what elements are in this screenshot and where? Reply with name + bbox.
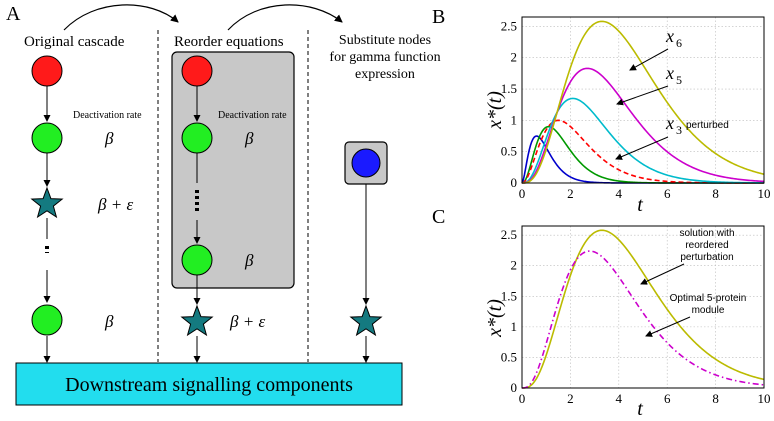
- plot-b-xtick-label: 10: [758, 186, 771, 201]
- panel-c-label: C: [432, 206, 445, 228]
- deact-label-2: Deactivation rate: [218, 110, 287, 121]
- plot-c-xtick-label: 2: [567, 391, 574, 406]
- ann-optimal-line2: module: [692, 305, 725, 316]
- plot-c-series-2: [521, 250, 765, 389]
- ann-x6-arrow: [629, 48, 669, 71]
- substitute-arrow: [227, 4, 343, 31]
- plot-c-ytick-label: 2.5: [501, 227, 517, 242]
- col1-title: Original cascade: [24, 34, 125, 50]
- plot-c-xlabel: t: [637, 398, 643, 420]
- plot-b-border: [521, 16, 765, 184]
- ann-optimal-line1: Optimal 5-protein: [670, 293, 747, 304]
- c1-node-green-2: [31, 304, 63, 336]
- col2-title: Reorder equations: [174, 34, 284, 50]
- c1-star: [30, 186, 64, 219]
- plot-b-xlabel: t: [637, 194, 643, 216]
- downstream-box: [15, 362, 403, 406]
- plot-b-xtick-label: 2: [567, 186, 574, 201]
- c2-star: [180, 304, 214, 337]
- deact-label-1: Deactivation rate: [73, 110, 142, 121]
- plot-c-series-1: [521, 229, 765, 389]
- downstream-label: Downstream signalling components: [65, 374, 353, 396]
- col3-title-line1: Substitute nodes: [339, 33, 431, 48]
- c2-rate-2: β: [244, 251, 254, 270]
- plot-b-xtick-label: 0: [519, 186, 526, 201]
- ann-x3-extra: perturbed: [686, 120, 729, 131]
- ann-x6-sub: 6: [676, 36, 682, 50]
- plot-b-series-3: [521, 119, 764, 184]
- panel-a-label: A: [6, 3, 21, 25]
- plot-b-ytick-label: 0: [511, 175, 518, 190]
- ann-x3: x: [665, 113, 674, 133]
- c2-node-active: [181, 55, 213, 87]
- c1-rate-3: β: [104, 312, 114, 331]
- c2-node-green-1: [181, 122, 213, 154]
- ann-optimal-arrow: [645, 316, 691, 337]
- plot-c-ticks: 0 2 4 6 8 10 0 0.5 1 1.5 2 2.5: [501, 227, 771, 406]
- plot-b-xtick-label: 8: [712, 186, 719, 201]
- plot-c-ytick-label: 0: [511, 380, 518, 395]
- reorder-arrow: [63, 4, 179, 31]
- plot-b-ytick-label: 1: [511, 112, 518, 127]
- plot-b-series-4: [521, 97, 765, 184]
- plot-c-ytick-label: 0.5: [501, 349, 517, 364]
- plot-b-ytick-label: 0.5: [501, 144, 517, 159]
- panel-a: A Original cascade Reorder equations Sub…: [6, 3, 441, 406]
- plot-c-xtick-label: 4: [616, 391, 623, 406]
- reorder-box: [171, 51, 295, 289]
- col3-title-line2: for gamma function: [329, 50, 440, 65]
- panel-b-label: B: [432, 6, 445, 28]
- plot-c-series: [521, 229, 765, 389]
- ann-solution-line2: reordered: [685, 240, 728, 251]
- c3-node-blue: [351, 148, 381, 178]
- panel-c: C 0 2 4 6 8 10 0 0.5 1 1.5 2 2.5 x*(t) t solution w…: [432, 206, 771, 420]
- plot-c-xtick-label: 8: [712, 391, 719, 406]
- plot-c-ytick-label: 1.5: [501, 288, 517, 303]
- c3-star: [349, 304, 383, 337]
- c1-rate-1: β: [104, 129, 114, 148]
- plot-b-frame: [522, 17, 764, 183]
- c1-rate-2: β + ε: [97, 195, 133, 214]
- ann-x3-sub: 3: [676, 123, 682, 137]
- ann-x5: x: [665, 63, 674, 83]
- ann-x3-arrow: [615, 136, 669, 160]
- c2-rate-3: β + ε: [229, 312, 265, 331]
- ann-x5-arrow: [616, 85, 669, 106]
- plot-b-ticks: 0 2 4 6 8 10 0 0.5 1 1.5 2 2.5: [501, 18, 771, 201]
- plot-b-series-5: [521, 67, 765, 184]
- ann-solution-line1: solution with: [679, 228, 734, 239]
- ann-x6: x: [665, 26, 674, 46]
- plot-c-ytick-label: 2: [511, 258, 518, 273]
- col3-title-line3: expression: [355, 67, 415, 82]
- plot-c-frame: [522, 226, 764, 388]
- c1-node-green-1: [31, 122, 63, 154]
- plot-c-xtick-label: 10: [758, 391, 771, 406]
- plot-b-series-6: [521, 20, 765, 184]
- plot-b-ytick-label: 2: [511, 50, 518, 65]
- c2-node-green-2: [181, 244, 213, 276]
- c2-rate-1: β: [244, 129, 254, 148]
- ann-solution-line3: perturbation: [680, 252, 733, 263]
- plot-c-ylabel: x*(t): [484, 299, 506, 338]
- plot-b-ytick-label: 1.5: [501, 81, 517, 96]
- plot-b-xtick-label: 6: [664, 186, 671, 201]
- plot-c-border: [521, 225, 765, 389]
- ann-solution-arrow: [640, 263, 685, 285]
- plot-c-xtick-label: 6: [664, 391, 671, 406]
- c1-node-active: [31, 55, 63, 87]
- ann-x5-sub: 5: [676, 73, 682, 87]
- plot-b-ytick-label: 2.5: [501, 18, 517, 33]
- plot-b-ylabel: x*(t): [484, 91, 506, 130]
- plot-c-ytick-label: 1: [511, 319, 518, 334]
- plot-b-xtick-label: 4: [616, 186, 623, 201]
- plot-c-xtick-label: 0: [519, 391, 526, 406]
